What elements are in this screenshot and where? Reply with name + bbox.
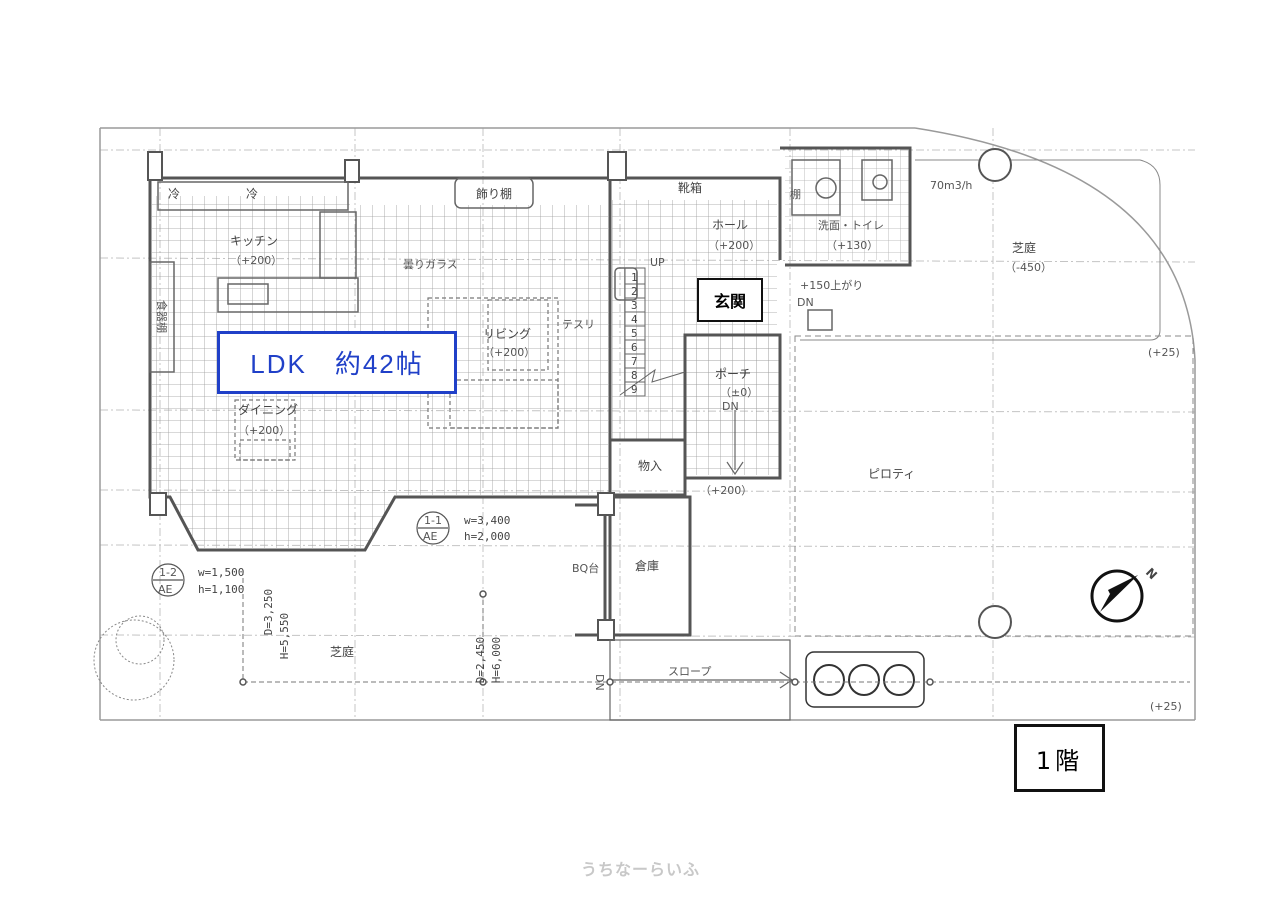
lawn-right-label: 芝庭: [1012, 240, 1036, 255]
depth-dimension: D=3,250: [262, 589, 275, 635]
shrub: [93, 615, 175, 701]
fridge-label: 冷: [246, 187, 258, 201]
kitchen-level: （+200）: [230, 254, 282, 267]
window-height: h=2,000: [464, 530, 510, 543]
window-tag-1-2: [151, 563, 185, 597]
window-width: w=1,500: [198, 566, 244, 579]
slope-label: スロープ: [668, 665, 711, 678]
window-tag-ae: AE: [423, 530, 438, 543]
handrail-label: テスリ: [562, 318, 595, 331]
porch-level-2: （+200）: [700, 484, 752, 497]
bbq-label: BQ台: [572, 561, 599, 575]
window-tag-label: 1-2: [159, 566, 177, 579]
stair-step: 6: [631, 341, 638, 354]
planters: [805, 651, 925, 708]
porch-arrow: [726, 410, 744, 476]
kitchen-label: キッチン: [230, 234, 278, 248]
stair-step: 8: [631, 369, 638, 382]
warehouse-label: 倉庫: [635, 558, 659, 573]
lawn-right-level: （-450）: [1005, 261, 1052, 274]
dn-label: DN: [593, 674, 606, 691]
round-columns: [978, 148, 1012, 639]
display-shelf-label: 飾り棚: [476, 186, 512, 201]
washroom-label: 洗面・トイレ: [818, 219, 884, 232]
living-label: リビング: [483, 327, 531, 341]
stair-step: 9: [631, 383, 638, 396]
window-tag-label: 1-1: [424, 514, 442, 527]
living-level: （+200）: [483, 346, 535, 359]
dimension-points: [239, 590, 934, 686]
height-dimension: H=5,550: [278, 613, 291, 659]
dn-label: DN: [797, 296, 814, 309]
plus150-label: +150上がり: [800, 278, 863, 292]
piloti: [794, 159, 1194, 637]
columns: [147, 151, 627, 641]
window-width: w=3,400: [464, 514, 510, 527]
hall-level: （+200）: [708, 239, 760, 252]
stair-step: 1: [631, 271, 638, 284]
north-arrow-icon: N: [1090, 565, 1160, 623]
piloti-label: ピロティ: [868, 467, 915, 481]
up-label: UP: [650, 256, 665, 269]
window-tag-ae: AE: [158, 583, 173, 596]
shelf-label: 棚: [790, 187, 801, 201]
hall-label: ホール: [712, 218, 748, 232]
height-dimension: H=6,000: [490, 637, 503, 683]
washroom-level: （+130）: [826, 239, 878, 252]
porch-level: （±0）: [720, 386, 758, 399]
furniture: [234, 297, 559, 461]
stair-step: 7: [631, 355, 638, 368]
level-label: (+25): [1148, 346, 1180, 359]
vent-label: 70m3/h: [930, 179, 972, 192]
pantry-shelf-label: 食器棚: [155, 300, 169, 333]
depth-dimension: D=2,450: [474, 637, 487, 683]
dining-level: （+200）: [238, 424, 290, 437]
genkan-label: 玄関: [697, 278, 763, 322]
window-height: h=1,100: [198, 583, 244, 596]
porch-label: ポーチ: [715, 367, 751, 381]
stair-step: 4: [631, 313, 638, 326]
shoe-cabinet-label: 靴箱: [678, 180, 702, 195]
north-label: N: [1143, 565, 1160, 582]
storage-label: 物入: [638, 459, 662, 473]
slope: [609, 639, 794, 721]
level-label: (+25): [1150, 700, 1182, 713]
floor-label: 1階: [1014, 724, 1105, 792]
ldk-area-label: LDK 約42帖: [217, 331, 457, 394]
stair-step: 5: [631, 327, 638, 340]
dimension-lines: [242, 570, 1190, 683]
window-tag-1-1: [416, 511, 450, 545]
watermark: うちなーらいふ: [581, 860, 701, 879]
dining-label: ダイニング: [238, 402, 298, 417]
lawn-bottom-label: 芝庭: [330, 644, 354, 659]
fridge-label: 冷: [168, 187, 180, 201]
stair-step: 2: [631, 285, 638, 298]
stairs: [619, 267, 686, 397]
porch-floor: [686, 335, 780, 475]
stair-numbers: 1 2 3 4 5 6 7 8 9: [631, 271, 638, 396]
washroom-floor: [785, 150, 910, 260]
stair-step: 3: [631, 299, 638, 312]
dn-label: DN: [722, 400, 739, 413]
frosted-glass-label: 曇りガラス: [403, 258, 458, 271]
